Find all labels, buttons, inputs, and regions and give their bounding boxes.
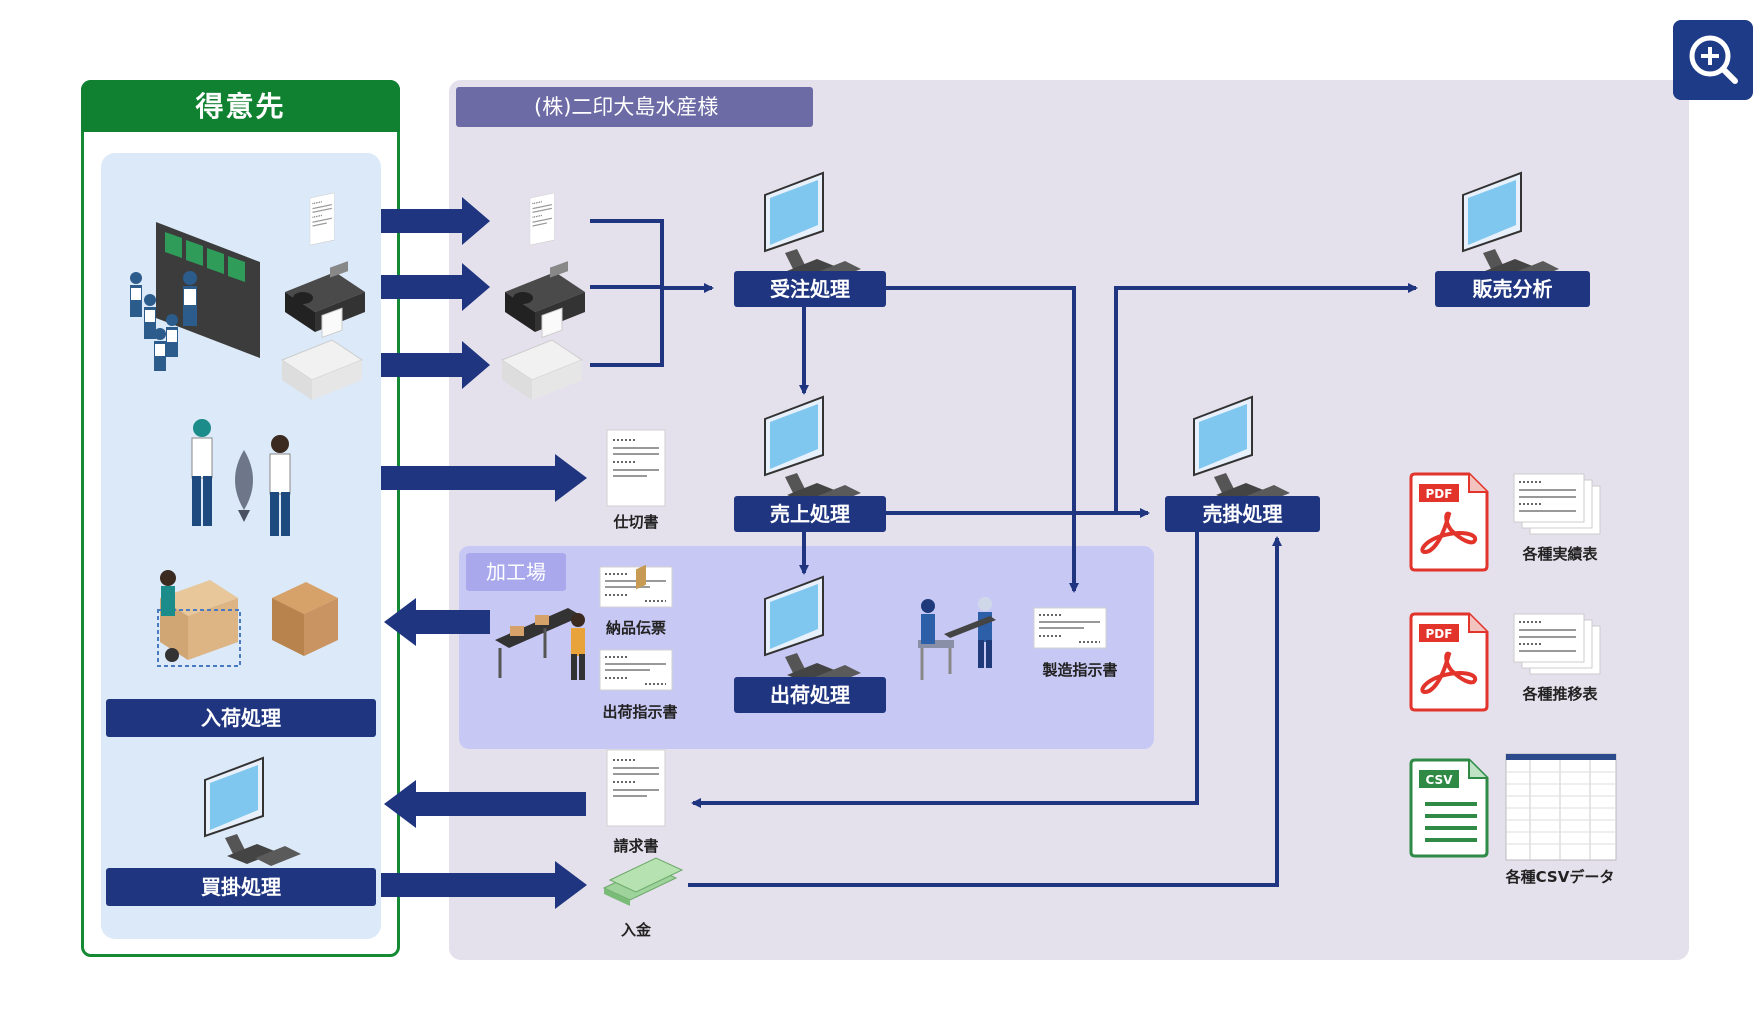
arrow-to-hanbai	[1114, 283, 1418, 513]
arrow-nyukin-to-urikake	[688, 536, 1282, 887]
kaikake-process: 買掛処理	[106, 868, 376, 906]
uriage-monitor-icon	[764, 396, 862, 506]
conveyor-icon	[495, 608, 585, 680]
jisseki-label: 各種実績表	[1522, 545, 1598, 563]
arrow-order-3	[381, 341, 490, 389]
zoom-in-icon	[1689, 35, 1738, 84]
csv-badge-text: CSV	[1426, 773, 1454, 787]
shukka-process: 出荷処理	[734, 677, 886, 713]
hanbai-process: 販売分析	[1435, 271, 1590, 307]
urikake-process: 売掛処理	[1165, 496, 1320, 532]
urikake-monitor-icon	[1193, 396, 1291, 506]
seizo-document-icon	[1033, 607, 1107, 649]
cargo-icon	[157, 570, 241, 667]
fish-trade-icon	[191, 419, 291, 536]
market-scene-icon	[130, 222, 260, 371]
received-phone-icon	[501, 307, 583, 401]
arrow-nyukin	[381, 861, 587, 909]
nyukin-label: 入金	[620, 921, 651, 939]
shukka-monitor-icon	[764, 576, 862, 686]
seizo-shiji-label: 製造指示書	[1042, 661, 1118, 679]
box-icon	[272, 582, 338, 656]
suii-sheets-icon	[1513, 613, 1601, 675]
arrow-seikyu-return	[384, 780, 586, 828]
arrow-shikiri	[381, 454, 587, 502]
pdf-badge-text-2: PDF	[1426, 627, 1453, 641]
zoom-in-button[interactable]	[1673, 20, 1753, 100]
jisseki-sheets-icon	[1513, 473, 1601, 535]
arrow-order-2	[381, 263, 490, 311]
nyuka-process: 入荷処理	[106, 699, 376, 737]
arrow-order-1	[381, 197, 490, 245]
customer-monitor-icon	[204, 757, 302, 867]
shikiri-label: 仕切書	[613, 513, 659, 531]
money-icon	[602, 564, 684, 906]
nohin-label: 納品伝票	[605, 619, 666, 637]
arrow-nohin-return	[384, 598, 490, 646]
shukka-shiji-label: 出荷指示書	[602, 703, 678, 721]
company-title: (株)二印大島水産様	[456, 87, 813, 127]
seikyu-label: 請求書	[613, 837, 659, 855]
csv-label: 各種CSVデータ	[1505, 868, 1615, 886]
shikiri-document-icon	[606, 429, 666, 507]
pdf-badge-text-1: PDF	[1426, 487, 1453, 501]
customer-phone-icon	[281, 307, 363, 401]
juchu-process: 受注処理	[734, 271, 886, 307]
hanbai-monitor-icon	[1462, 172, 1560, 282]
line-orders-merge	[590, 219, 664, 367]
suii-label: 各種推移表	[1522, 685, 1598, 703]
juchu-monitor-icon	[764, 172, 862, 282]
arrow-juchu-to-seizo	[884, 286, 1079, 593]
uriage-process: 売上処理	[734, 496, 886, 532]
received-document-icon	[529, 192, 555, 246]
spreadsheet-icon	[1505, 753, 1617, 861]
factory-workers-icon	[918, 597, 996, 680]
factory-title: 加工場	[466, 553, 566, 591]
customer-title: 得意先	[81, 80, 400, 132]
shukka-shiji-document-icon	[599, 649, 673, 691]
customer-arrows	[381, 197, 587, 909]
customer-document-icon	[309, 192, 335, 246]
seikyu-document-icon	[606, 749, 666, 827]
csv-file-icon	[1409, 758, 1489, 858]
arrow-urikake-to-seikyu	[691, 531, 1199, 808]
